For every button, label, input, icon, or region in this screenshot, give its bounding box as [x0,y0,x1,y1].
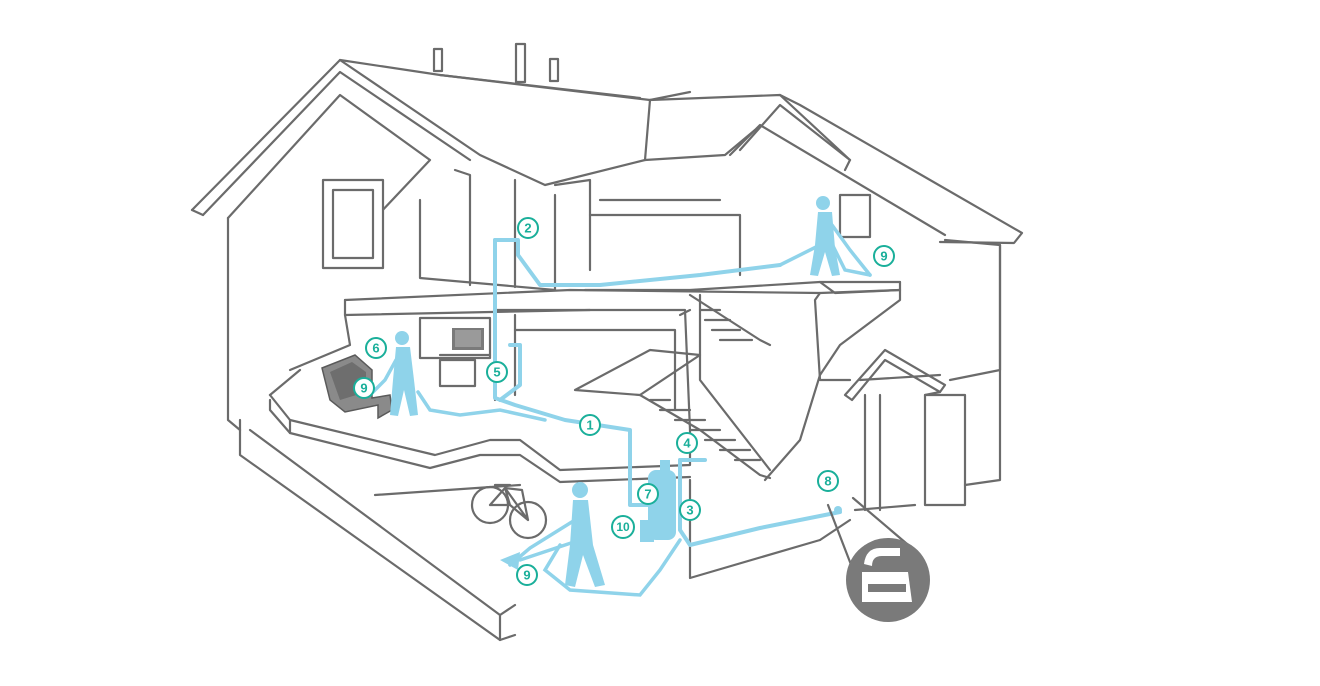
callout-10: 10 [612,516,634,538]
callout-6: 6 [366,338,386,358]
callout-8: 8 [818,471,838,491]
callout-1: 1 [580,415,600,435]
svg-text:9: 9 [523,568,530,583]
callout-2: 2 [518,218,538,238]
inlet-detail-icon [828,498,930,622]
svg-text:7: 7 [644,487,651,502]
svg-text:1: 1 [586,418,593,433]
svg-text:2: 2 [524,221,531,236]
bicycle-icon [472,485,546,538]
callout-9-basement: 9 [517,565,537,585]
callout-9-upstairs: 9 [874,246,894,266]
svg-text:6: 6 [372,341,379,356]
svg-text:3: 3 [686,503,693,518]
svg-text:10: 10 [616,520,630,534]
svg-text:9: 9 [360,381,367,396]
svg-text:5: 5 [493,365,500,380]
svg-text:9: 9 [880,249,887,264]
staircase [575,295,770,478]
svg-text:4: 4 [683,436,691,451]
callout-3: 3 [680,500,700,520]
svg-text:8: 8 [824,474,831,489]
callout-9-middle: 9 [354,378,374,398]
callout-4: 4 [677,433,697,453]
callout-7: 7 [638,484,658,504]
callout-5: 5 [487,362,507,382]
